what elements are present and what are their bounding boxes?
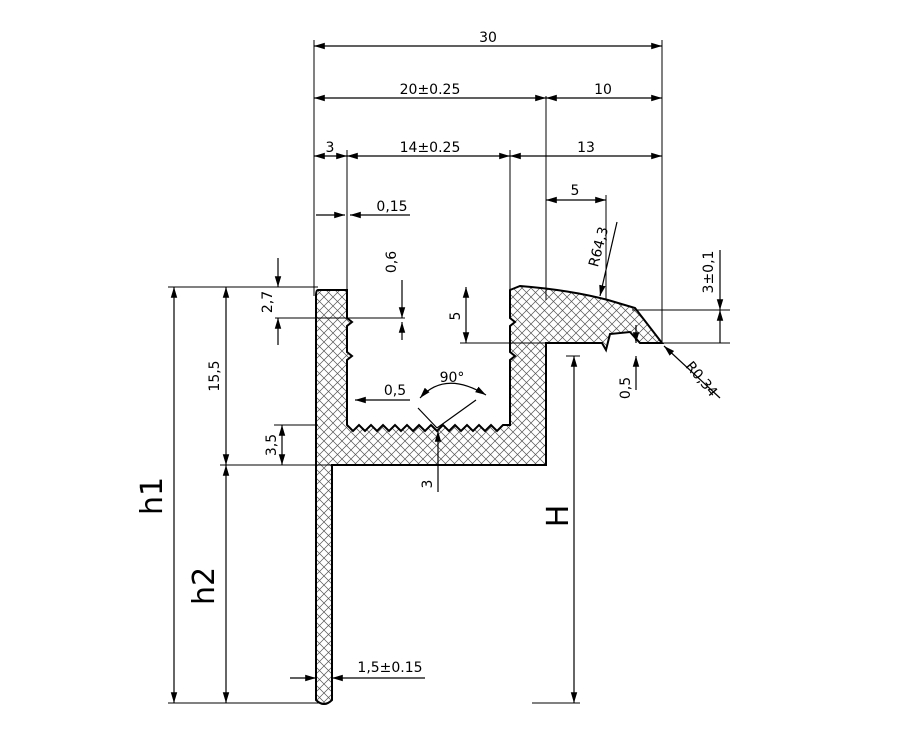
dim-lip-015: 0,15 xyxy=(376,199,407,215)
dim-base-3: 3 xyxy=(420,480,436,489)
dim-width-13: 13 xyxy=(577,140,595,156)
dim-top-27: 2,7 xyxy=(260,291,276,313)
dim-base-35: 3,5 xyxy=(264,434,280,456)
dim-notch-06: 0,6 xyxy=(384,251,400,273)
profile-section xyxy=(315,284,665,705)
dim-H: H xyxy=(541,505,576,528)
extension-lines xyxy=(168,40,730,704)
dim-overall-width: 30 xyxy=(479,30,497,46)
dim-width-20: 20±0.25 xyxy=(400,82,461,98)
dim-width-3: 3 xyxy=(326,140,335,156)
dim-width-5: 5 xyxy=(571,183,580,199)
angle-indicator xyxy=(417,382,487,429)
dim-tip-3: 3±0,1 xyxy=(701,251,717,294)
dim-h2: h2 xyxy=(187,567,222,605)
dim-h1: h1 xyxy=(135,477,170,515)
dimension-lines xyxy=(170,42,724,703)
dim-depth-5: 5 xyxy=(448,312,464,321)
dim-radius-034: R0,34 xyxy=(682,359,721,401)
dim-stem-15: 1,5±0.15 xyxy=(357,660,422,676)
dim-width-10: 10 xyxy=(594,82,612,98)
dim-angle-90: 90° xyxy=(440,370,465,386)
dim-height-155: 15,5 xyxy=(207,360,223,391)
dim-teeth-05: 0,5 xyxy=(384,383,406,399)
dim-width-14: 14±0.25 xyxy=(400,140,461,156)
dimension-labels: 30 20±0.25 10 3 14±0.25 13 5 0,15 0,6 2,… xyxy=(135,30,720,676)
dim-gap-05: 0,5 xyxy=(618,377,634,399)
